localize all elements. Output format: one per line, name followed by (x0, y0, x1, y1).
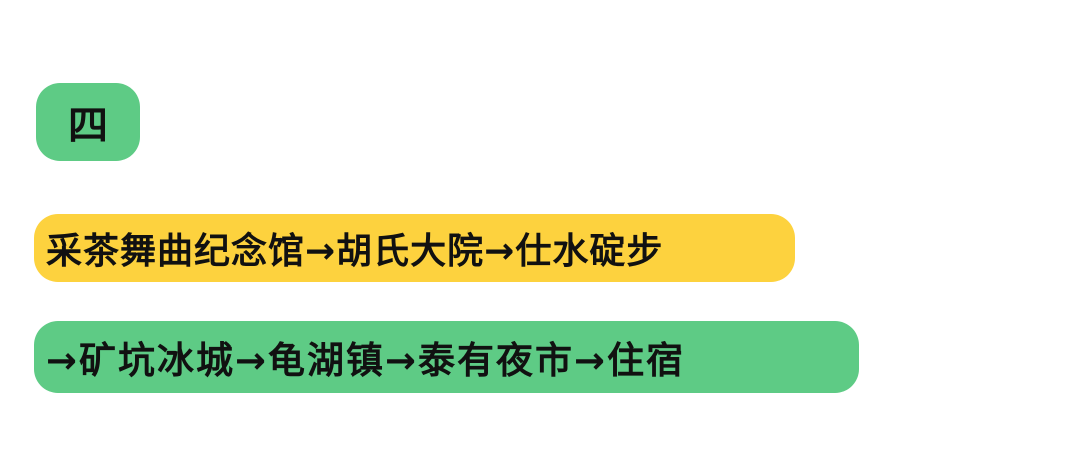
route-line-1: 采茶舞曲纪念馆→胡氏大院→仕水碇步 (34, 214, 795, 282)
day-number-badge: 四 (36, 83, 140, 161)
route-line-2-text: →矿坑冰城→龟湖镇→泰有夜市→住宿 (46, 339, 686, 382)
route-line-1-text: 采茶舞曲纪念馆→胡氏大院→仕水碇步 (46, 231, 664, 272)
day-number-label: 四 (68, 103, 108, 149)
route-line-2: →矿坑冰城→龟湖镇→泰有夜市→住宿 (34, 321, 859, 393)
